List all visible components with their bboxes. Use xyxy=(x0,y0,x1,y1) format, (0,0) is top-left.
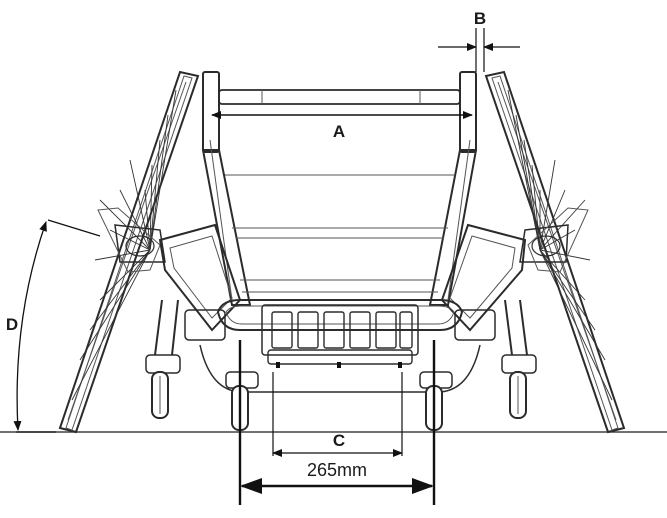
label-c: C xyxy=(333,431,345,450)
label-a: A xyxy=(333,122,345,141)
label-b: B xyxy=(474,9,486,28)
side-frame xyxy=(154,223,528,393)
label-d: D xyxy=(6,315,18,334)
backrest-frame xyxy=(201,71,478,306)
width-dimension-label: 265mm xyxy=(307,460,367,480)
footrest xyxy=(216,299,464,368)
right-rear-wheel xyxy=(484,70,626,434)
dimension-265mm: 265mm xyxy=(238,340,436,505)
dimension-c: C xyxy=(272,372,403,457)
dimension-a: A xyxy=(211,111,473,141)
dimension-b: B xyxy=(438,9,520,72)
left-rear-wheel xyxy=(58,70,200,434)
dimension-d: D xyxy=(6,219,101,433)
